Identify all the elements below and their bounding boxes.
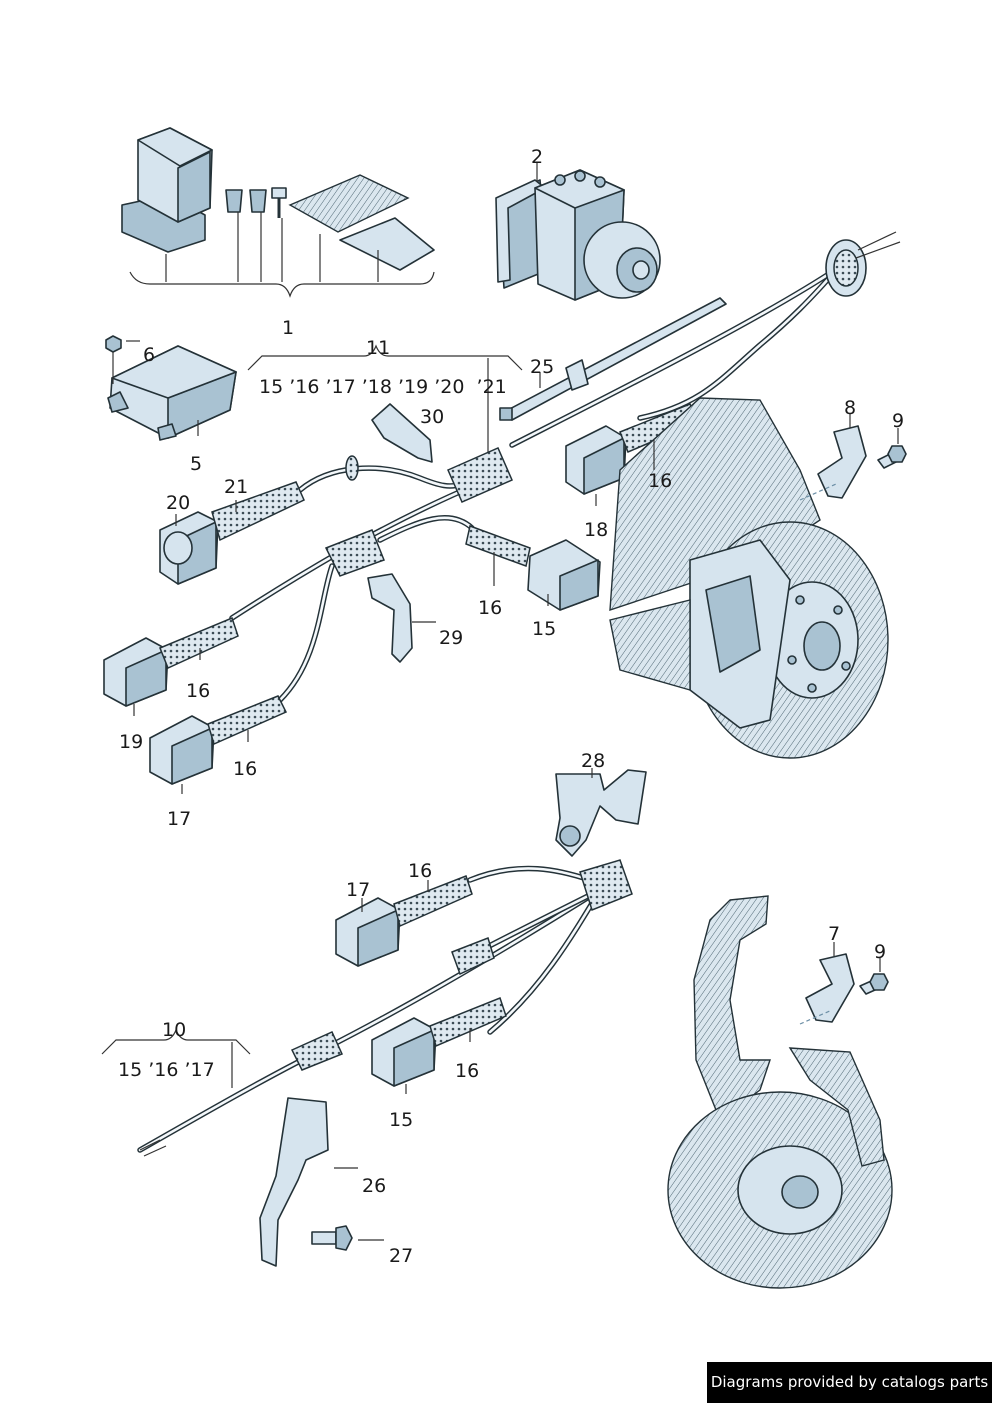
bracket-26 [259, 1097, 358, 1267]
bracket-28 [555, 769, 647, 857]
leader-lines [133, 372, 655, 1094]
label-15-b: 15 [389, 1109, 413, 1131]
label-16-f: 16 [455, 1060, 479, 1082]
label-11: 11 [366, 337, 390, 359]
bracket-1 [129, 212, 435, 298]
label-16-d: 16 [233, 758, 257, 780]
label-29: 29 [439, 627, 463, 649]
connector-17-upper [149, 695, 288, 785]
abs-hydraulic-unit [495, 163, 661, 301]
label-9-upper: 9 [892, 410, 904, 432]
label-19: 19 [119, 731, 143, 753]
label-2: 2 [531, 146, 543, 168]
label-16-e: 16 [408, 860, 432, 882]
bracket-11 [247, 344, 523, 371]
connector-20-21 [159, 481, 305, 585]
connector-17-lower [335, 875, 473, 967]
label-1: 1 [282, 317, 294, 339]
label-8: 8 [844, 397, 856, 419]
label-group-11: 15 ’16 ’17 ’18 ’19 ’20 ’21 [259, 376, 507, 398]
bracket-29 [367, 573, 436, 663]
label-5: 5 [190, 453, 202, 475]
wheel-speed-sensor-8 [799, 414, 867, 501]
bracket-10 [101, 1028, 251, 1055]
label-16-b: 16 [478, 597, 502, 619]
rear-brake-assembly [667, 895, 893, 1289]
label-group-10: 15 ’16 ’17 [118, 1059, 215, 1081]
label-27: 27 [389, 1245, 413, 1267]
connector-18 [565, 403, 699, 495]
label-17-a: 17 [167, 808, 191, 830]
label-17-b: 17 [346, 879, 370, 901]
label-16-c: 16 [186, 680, 210, 702]
label-20: 20 [166, 492, 190, 514]
label-7: 7 [828, 923, 840, 945]
label-26: 26 [362, 1175, 386, 1197]
clip-30 [371, 403, 433, 463]
bolt-27 [311, 1225, 384, 1251]
label-15-a: 15 [532, 618, 556, 640]
bolt-9-upper [877, 428, 907, 469]
connector-15-upper [465, 525, 601, 611]
label-30: 30 [420, 406, 444, 428]
wheel-speed-sensor-7 [799, 942, 855, 1025]
connector-19 [103, 616, 239, 707]
label-9-lower: 9 [874, 941, 886, 963]
part-labels: 1 2 5 6 11 15 ’16 ’17 ’18 ’19 ’20 ’21 25… [118, 146, 904, 1267]
label-16-a: 16 [648, 470, 672, 492]
front-brake-assembly [609, 397, 889, 759]
credit-banner: Diagrams provided by catalogs parts [707, 1362, 992, 1403]
upper-wiring-harness [229, 231, 901, 703]
control-module [105, 335, 237, 441]
label-21: 21 [224, 476, 248, 498]
label-18: 18 [584, 519, 608, 541]
label-25: 25 [530, 356, 554, 378]
label-10: 10 [162, 1019, 186, 1041]
bolt-9-lower [859, 958, 889, 995]
control-unit-kit [121, 127, 435, 271]
label-6: 6 [143, 344, 155, 366]
lower-wiring-harness [137, 859, 633, 1157]
connector-15-lower [371, 997, 507, 1087]
label-28: 28 [581, 750, 605, 772]
